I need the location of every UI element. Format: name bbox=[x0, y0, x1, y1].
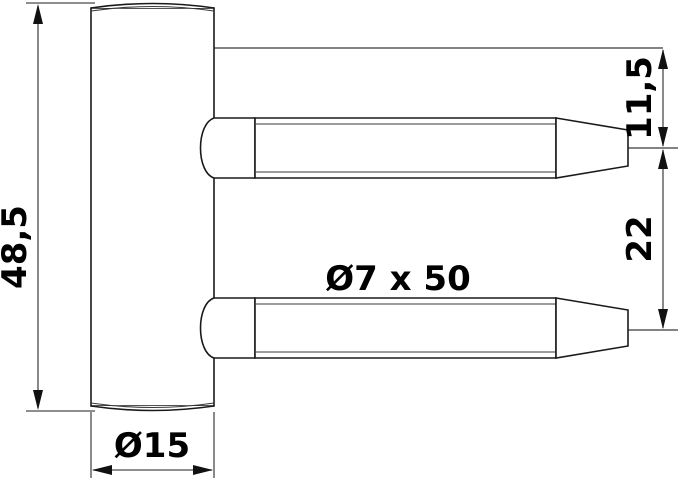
plate-bottom-chamfer-inner bbox=[90, 402, 215, 409]
pin-spacing-dimension-label: 22 bbox=[620, 215, 660, 262]
plate-bottom-chamfer bbox=[90, 405, 215, 412]
width-arrow-right bbox=[193, 465, 213, 475]
lower-pin-shaft bbox=[254, 297, 557, 359]
height-dimension-label: 48,5 bbox=[0, 205, 35, 289]
dimension-top-offset: 11,5 bbox=[620, 49, 668, 147]
upper-pin-tip bbox=[555, 117, 629, 179]
width-arrow-left bbox=[92, 465, 112, 475]
top-offset-arrow-top bbox=[658, 49, 668, 69]
top-offset-dimension-label: 11,5 bbox=[620, 56, 660, 140]
dimension-overall-height: 48,5 bbox=[0, 4, 43, 410]
lower-pin bbox=[199, 297, 629, 359]
upper-pin bbox=[199, 117, 629, 179]
pin-spec-label: Ø7 x 50 bbox=[325, 259, 470, 299]
width-dimension-label: Ø15 bbox=[114, 426, 190, 466]
height-arrow-bottom bbox=[33, 390, 43, 410]
dimension-pin-spacing: 22 bbox=[620, 149, 668, 329]
pin-spacing-arrow-top bbox=[658, 149, 668, 169]
dimension-plate-width: Ø15 bbox=[90, 412, 215, 478]
top-offset-arrow-bottom bbox=[658, 127, 668, 147]
plate-top-chamfer-inner bbox=[90, 5, 215, 12]
height-arrow-top bbox=[33, 4, 43, 24]
mounting-plate bbox=[90, 2, 215, 412]
pin-spacing-arrow-bottom bbox=[658, 309, 668, 329]
upper-pin-shaft bbox=[254, 117, 557, 179]
pin-spec-annotation: Ø7 x 50 bbox=[325, 259, 470, 299]
plate-top-chamfer bbox=[90, 2, 215, 9]
plate-body bbox=[90, 7, 215, 407]
lower-pin-head bbox=[199, 297, 256, 359]
lower-pin-tip bbox=[555, 297, 629, 359]
upper-pin-head bbox=[199, 117, 256, 179]
